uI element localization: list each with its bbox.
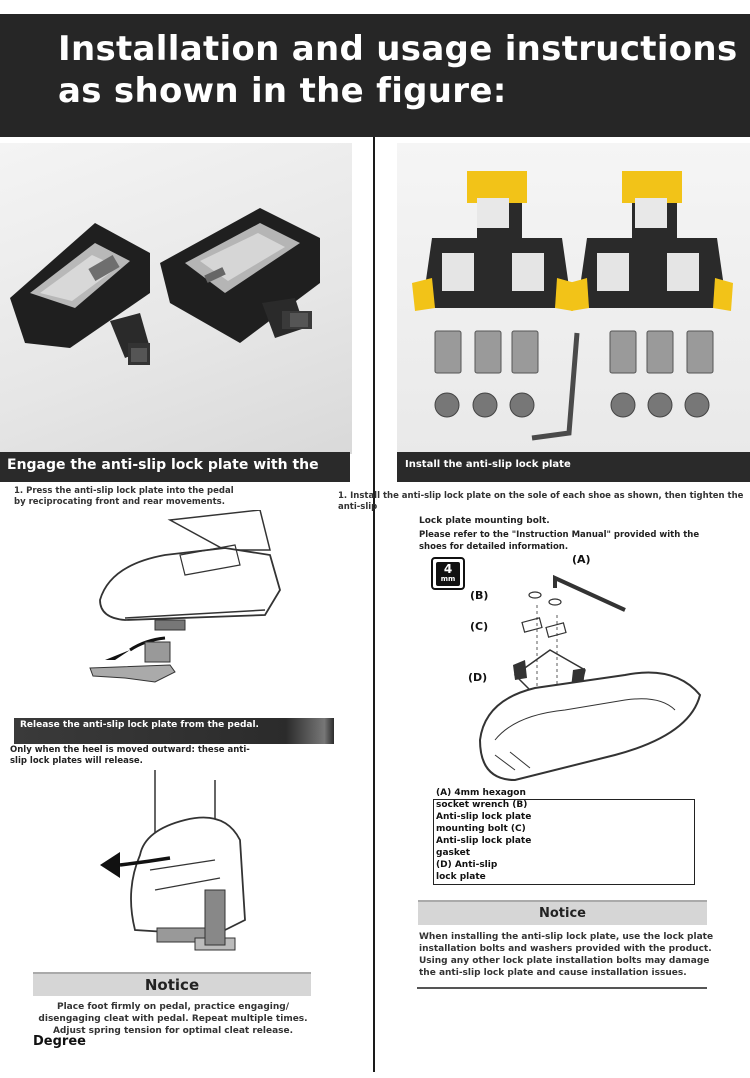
legend-line: Anti-slip lock plate <box>436 836 532 846</box>
pedals-photo <box>0 143 352 454</box>
engage-caption: Engage the anti-slip lock plate with the… <box>0 452 350 499</box>
cleat-left-icon <box>412 171 575 311</box>
page-title: Installation and usage instructions as s… <box>58 29 738 111</box>
legend-line: Anti-slip lock plate <box>436 812 532 822</box>
label-a: (A) <box>572 553 591 566</box>
engage-step-text: 1. Press the anti-slip lock plate into t… <box>14 486 234 507</box>
notice-right-rule <box>417 987 707 989</box>
install-step-text: 1. Install the anti-slip lock plate on t… <box>338 491 744 512</box>
release-note: Only when the heel is moved outward: the… <box>10 745 250 766</box>
label-b: (B) <box>470 589 489 602</box>
degree-label: Degree <box>33 1034 86 1049</box>
wrench-badge-number: 4 <box>443 562 453 576</box>
right-pedal-icon <box>160 208 320 343</box>
legend-line: socket wrench (B) <box>436 800 528 810</box>
cleats-illustration <box>412 171 733 441</box>
wrench-badge-unit: mm <box>440 575 456 583</box>
notice-left-line: disengaging cleat with pedal. Repeat mul… <box>38 1014 308 1024</box>
notice-right-title: Notice <box>418 900 707 925</box>
legend-box <box>433 799 695 885</box>
release-bar: Release the anti-slip lock plate from th… <box>14 718 334 744</box>
notice-left-title: Notice <box>33 972 311 996</box>
legend-line: lock plate <box>436 872 486 882</box>
exploded-install-drawing <box>475 570 745 790</box>
wrench-badge-inner: 4 mm <box>436 562 460 586</box>
washers-icon <box>434 330 714 374</box>
wrench-size-badge: 4 mm <box>431 557 465 590</box>
pedals-illustration <box>10 208 320 365</box>
cleats-photo <box>397 143 750 454</box>
label-c: (C) <box>470 620 489 633</box>
legend-line: gasket <box>436 848 471 858</box>
label-d: (D) <box>468 671 488 684</box>
left-pedal-icon <box>10 223 150 365</box>
shoe-release-drawing <box>95 770 275 960</box>
notice-left-line: Adjust spring tension for optimal cleat … <box>52 1026 294 1036</box>
install-caption: Install the anti-slip lock plate <box>397 452 750 482</box>
bolt-note: Please refer to the "Instruction Manual"… <box>419 530 700 552</box>
notice-right-text: When installing the anti-slip lock plate… <box>419 932 714 978</box>
legend-line: (D) Anti-slip <box>436 860 498 870</box>
bolts-icon <box>434 392 710 418</box>
legend-text: (A) 4mm hexagon socket wrench (B) Anti-s… <box>436 787 536 883</box>
legend-line: (A) 4mm hexagon <box>436 788 526 798</box>
bolt-title: Lock plate mounting bolt. <box>419 516 550 526</box>
shoe-engage-drawing <box>85 509 285 690</box>
column-divider <box>373 137 375 1072</box>
notice-left-line: Place foot firmly on pedal, practice eng… <box>57 1002 289 1012</box>
page-header: Installation and usage instructions as s… <box>0 14 750 137</box>
legend-line: mounting bolt (C) <box>436 824 526 834</box>
cleat-right-icon <box>569 171 733 311</box>
hex-key-icon <box>531 332 580 441</box>
notice-left-text: Place foot firmly on pedal, practice eng… <box>38 1001 308 1037</box>
